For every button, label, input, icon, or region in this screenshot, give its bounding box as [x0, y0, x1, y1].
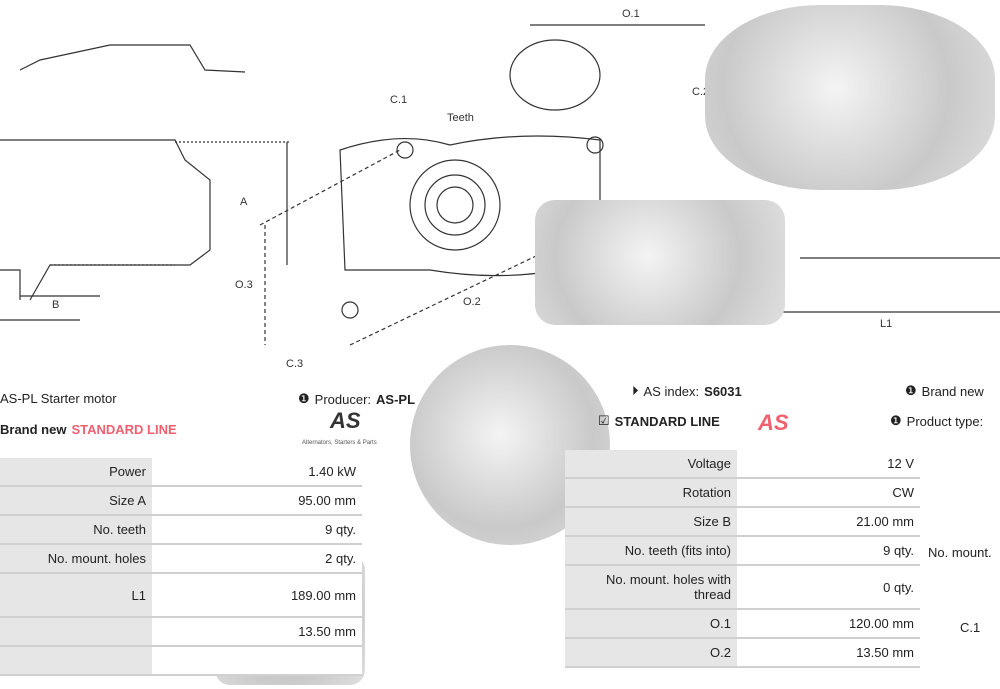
tag-icon: ⏵: [632, 383, 639, 398]
table-row: 13.50 mm: [0, 617, 362, 647]
dim-label-teeth: Teeth: [447, 112, 474, 124]
product-photo-front: [705, 5, 995, 190]
dim-label-o1: O.1: [622, 8, 640, 20]
info-icon: ❶: [298, 391, 310, 406]
right-table-mount-holes: No. mount.: [928, 545, 992, 560]
dim-label-a: A: [240, 196, 248, 208]
dim-label-c2: C.2: [692, 86, 710, 98]
checkbox-icon: ☑: [598, 413, 610, 428]
dim-label-b: B: [52, 299, 60, 311]
as-logo-red: AS: [758, 410, 789, 435]
table-row: No. teeth (fits into)9 qty.: [565, 536, 920, 566]
dim-label-c3: C.3: [286, 358, 304, 370]
side-view-outline: [0, 44, 246, 301]
dim-label-o3: O.3: [235, 279, 253, 291]
product-title: AS-PL Starter motor: [0, 391, 117, 406]
front-view-outline: [339, 135, 601, 277]
product-photo-side: [535, 200, 785, 325]
info-icon: ❶: [905, 383, 917, 398]
info-icon: ❶: [890, 413, 902, 428]
as-logo: AS: [330, 408, 361, 433]
dim-label-l1: L1: [880, 318, 893, 330]
as-index-info: ⏵AS index:S6031: [632, 383, 742, 399]
right-table-c1: C.1: [960, 620, 981, 635]
standard-line-badge: STANDARD LINE: [71, 422, 177, 437]
standard-line-info: ☑STANDARD LINE: [598, 413, 720, 429]
logo-subtitle: Alternators, Starters & Parts: [302, 440, 377, 446]
dim-label-o2: O.2: [463, 296, 481, 308]
dim-label-c1: C.1: [390, 94, 408, 106]
table-row: [0, 646, 362, 676]
